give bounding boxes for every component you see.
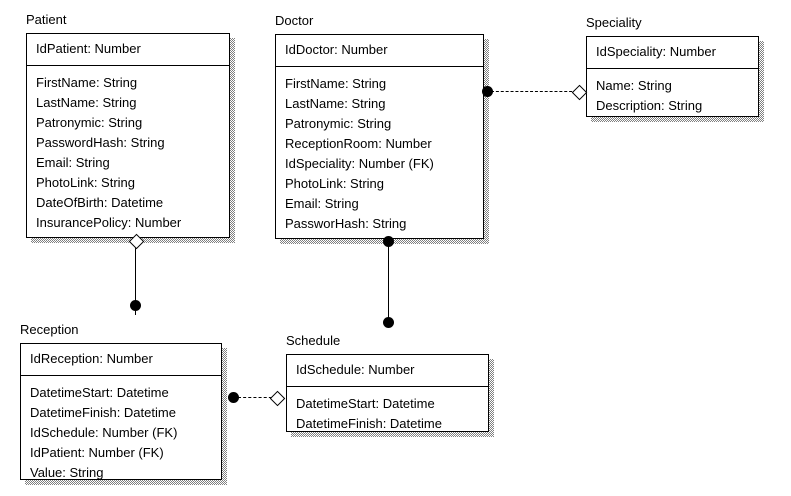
class-title-speciality: Speciality [586, 15, 642, 30]
class-body-doctor: IdDoctor: Number FirstName: String LastN… [275, 34, 484, 239]
class-id-attribute-patient: IdPatient: Number [27, 34, 229, 66]
edge-patient-reception [135, 245, 136, 315]
attribute-row: InsurancePolicy: Number [36, 215, 182, 230]
class-box-schedule[interactable]: Schedule IdSchedule: Number DatetimeStar… [286, 333, 494, 437]
attribute-row: Name: String [596, 78, 672, 93]
class-id-attribute-reception: IdReception: Number [21, 344, 221, 376]
class-id-attribute-speciality: IdSpeciality: Number [587, 37, 758, 69]
attribute-row: ReceptionRoom: Number [285, 136, 432, 151]
attribute-row: IdPatient: Number (FK) [30, 445, 164, 460]
attribute-row: PassworHash: String [285, 216, 407, 231]
class-attributes-schedule: DatetimeStart: Datetime DatetimeFinish: … [287, 387, 488, 434]
attribute-row: Email: String [285, 196, 359, 211]
class-attributes-doctor: FirstName: String LastName: String Patro… [276, 67, 483, 234]
edge-reception-schedule-dot-marker [228, 392, 239, 403]
class-attributes-reception: DatetimeStart: Datetime DatetimeFinish: … [21, 376, 221, 483]
attribute-row: DateOfBirth: Datetime [36, 195, 164, 210]
attribute-row: PhotoLink: String [285, 176, 385, 191]
attribute-row: Patronymic: String [285, 116, 392, 131]
edge-doctor-schedule [388, 243, 389, 327]
class-body-schedule: IdSchedule: Number DatetimeStart: Dateti… [286, 354, 489, 432]
edge-doctor-speciality [491, 91, 577, 92]
class-body-reception: IdReception: Number DatetimeStart: Datet… [20, 343, 222, 480]
attribute-row: IdSpeciality: Number (FK) [285, 156, 434, 171]
edge-doctor-schedule-dot-marker-bottom [383, 317, 394, 328]
attribute-row: FirstName: String [36, 75, 138, 90]
attribute-row: DatetimeFinish: Datetime [296, 416, 442, 431]
attribute-row: LastName: String [36, 95, 137, 110]
class-title-schedule: Schedule [286, 333, 341, 348]
class-box-reception[interactable]: Reception IdReception: Number DatetimeSt… [20, 322, 227, 485]
class-id-attribute-schedule: IdSchedule: Number [287, 355, 488, 387]
class-title-reception: Reception [20, 322, 79, 337]
class-body-patient: IdPatient: Number FirstName: String Last… [26, 33, 230, 238]
class-attributes-speciality: Name: String Description: String [587, 69, 758, 116]
attribute-row: LastName: String [285, 96, 386, 111]
attribute-row: Description: String [596, 98, 703, 113]
attribute-row: DatetimeStart: Datetime [296, 396, 435, 411]
attribute-row: Patronymic: String [36, 115, 143, 130]
attribute-row: PhotoLink: String [36, 175, 136, 190]
edge-reception-schedule-diamond-marker [269, 390, 286, 407]
attribute-row: PasswordHash: String [36, 135, 165, 150]
class-id-attribute-doctor: IdDoctor: Number [276, 35, 483, 67]
edge-reception-schedule [238, 397, 277, 398]
attribute-row: DatetimeStart: Datetime [30, 385, 169, 400]
edge-doctor-speciality-dot-marker [482, 86, 493, 97]
attribute-row: DatetimeFinish: Datetime [30, 405, 176, 420]
attribute-row: FirstName: String [285, 76, 387, 91]
class-box-doctor[interactable]: Doctor IdDoctor: Number FirstName: Strin… [275, 13, 489, 244]
class-body-speciality: IdSpeciality: Number Name: String Descri… [586, 36, 759, 117]
edge-doctor-schedule-dot-marker-top [383, 236, 394, 247]
class-box-patient[interactable]: Patient IdPatient: Number FirstName: Str… [26, 12, 235, 243]
attribute-row: IdSchedule: Number (FK) [30, 425, 178, 440]
edge-doctor-speciality-diamond-marker [571, 84, 588, 101]
attribute-row: Email: String [36, 155, 110, 170]
edge-patient-reception-dot-marker [130, 300, 141, 311]
class-attributes-patient: FirstName: String LastName: String Patro… [27, 66, 229, 233]
class-title-patient: Patient [26, 12, 67, 27]
attribute-row: Value: String [30, 465, 104, 480]
class-title-doctor: Doctor [275, 13, 314, 28]
class-box-speciality[interactable]: Speciality IdSpeciality: Number Name: St… [586, 15, 764, 122]
